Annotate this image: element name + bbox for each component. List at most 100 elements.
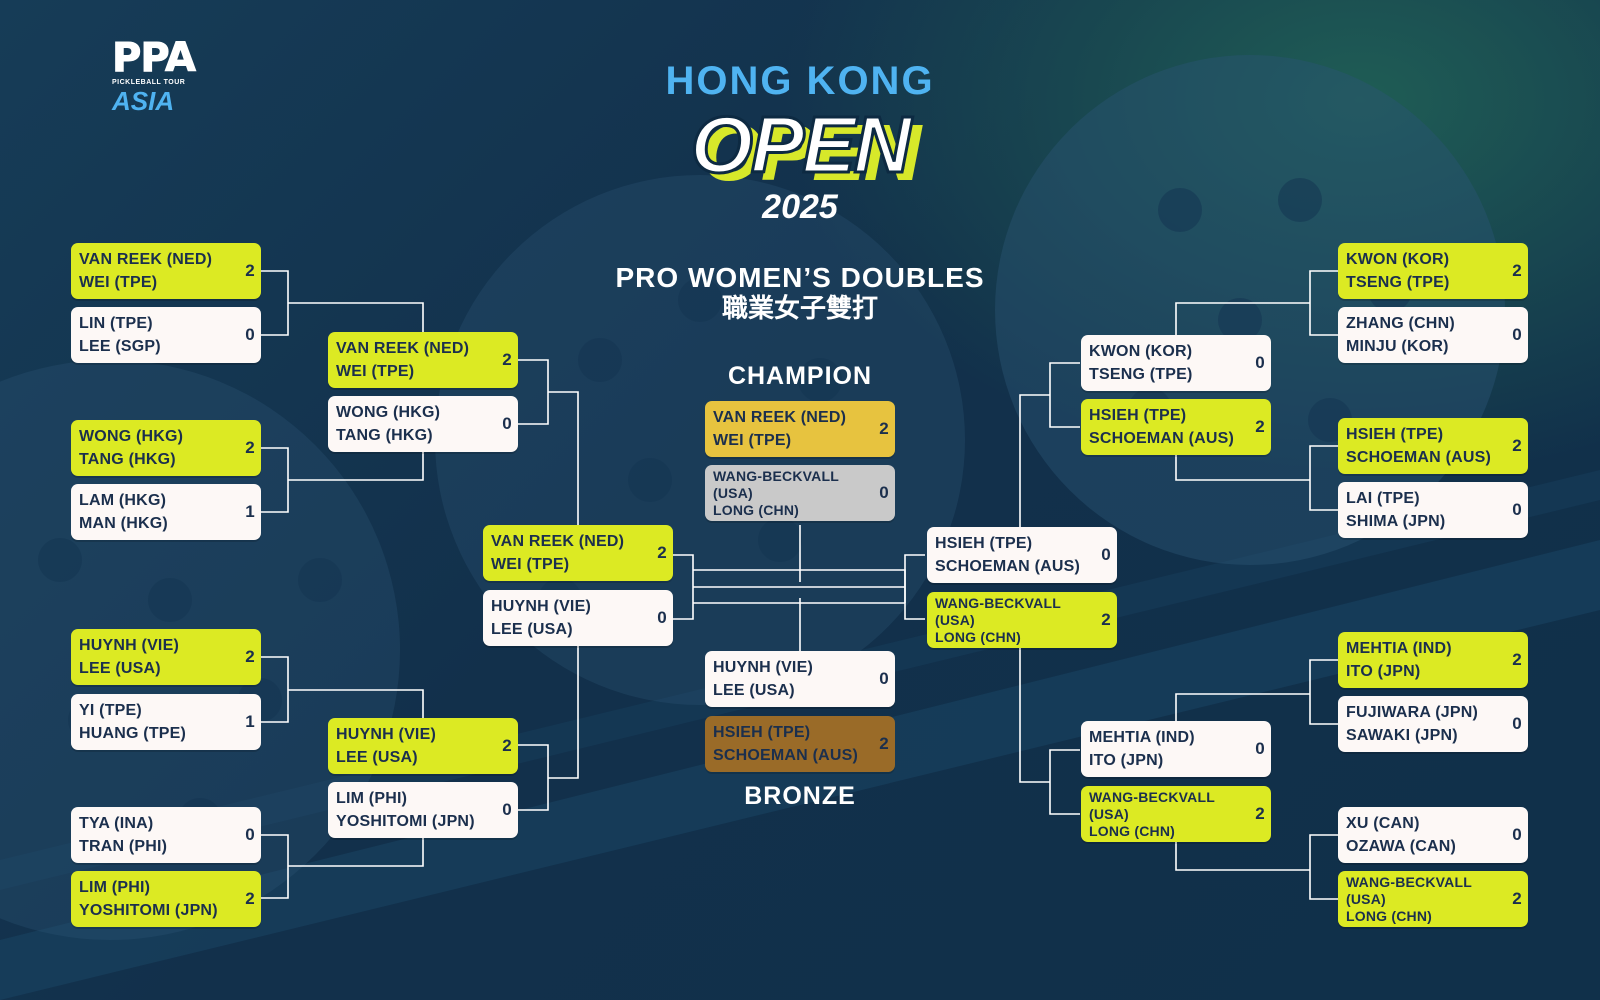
team-names: LIN (TPE)LEE (SGP) (79, 315, 161, 355)
match-slot[interactable]: YI (TPE)HUANG (TPE) 1 (71, 694, 261, 750)
match-slot[interactable]: VAN REEK (NED)WEI (TPE) 2 (328, 332, 518, 388)
team-score: 2 (245, 438, 255, 457)
team-score: 0 (879, 669, 889, 688)
team-score: 2 (1255, 804, 1265, 823)
team-names: TYA (INA)TRAN (PHI) (79, 815, 168, 855)
bronze-winner-slot[interactable]: HSIEH (TPE)SCHOEMAN (AUS) 2 (705, 716, 895, 772)
match-slot[interactable]: HUYNH (VIE)LEE (USA) 2 (328, 718, 518, 774)
match-slot[interactable]: KWON (KOR)TSENG (TPE) 2 (1338, 243, 1528, 299)
match-slot[interactable]: LIN (TPE)LEE (SGP) 0 (71, 307, 261, 363)
team-score: 2 (245, 647, 255, 666)
team-score: 0 (245, 325, 255, 344)
team-score: 2 (657, 543, 667, 562)
match-slot[interactable]: LAM (HKG)MAN (HKG) 1 (71, 484, 261, 540)
team-names: MEHTIA (IND)ITO (JPN) (1346, 640, 1452, 680)
team-score: 0 (879, 483, 889, 502)
title-city: HONG KONG (665, 59, 935, 103)
match-slot[interactable]: FUJIWARA (JPN)SAWAKI (JPN) 0 (1338, 696, 1528, 752)
team-names: HUYNH (VIE)LEE (USA) (336, 726, 436, 766)
team-names: KWON (KOR)TSENG (TPE) (1089, 343, 1193, 383)
bronze-label: BRONZE (744, 782, 856, 810)
match-slot[interactable]: TYA (INA)TRAN (PHI) 0 (71, 807, 261, 863)
team-score: 0 (1255, 739, 1265, 758)
team-score: 2 (1512, 436, 1522, 455)
event-name-zh: 職業女子雙打 (721, 294, 878, 324)
logo-brand: PPA (112, 35, 197, 81)
match-slot[interactable]: MEHTIA (IND)ITO (JPN) 2 (1338, 632, 1528, 688)
team-score: 1 (245, 712, 255, 731)
final-runnerup-slot[interactable]: WANG-BECKVALL(USA)LONG (CHN) 0 (705, 465, 895, 521)
match-slot[interactable]: WANG-BECKVALL(USA)LONG (CHN) 2 (1081, 786, 1271, 842)
team-names: KWON (KOR)TSENG (TPE) (1346, 251, 1450, 291)
match-slot[interactable]: HUYNH (VIE)LEE (USA) 2 (71, 629, 261, 685)
match-slot[interactable]: LAI (TPE)SHIMA (JPN) 0 (1338, 482, 1528, 538)
match-slot[interactable]: HSIEH (TPE)SCHOEMAN (AUS) 0 (927, 527, 1117, 583)
match-slot[interactable]: XU (CAN)OZAWA (CAN) 0 (1338, 807, 1528, 863)
team-names: HSIEH (TPE)SCHOEMAN (AUS) (1089, 407, 1235, 447)
team-score: 0 (657, 608, 667, 627)
team-names: FUJIWARA (JPN)SAWAKI (JPN) (1346, 704, 1478, 744)
team-score: 2 (502, 736, 512, 755)
team-score: 2 (1255, 417, 1265, 436)
match-slot[interactable]: KWON (KOR)TSENG (TPE) 0 (1081, 335, 1271, 391)
match-slot[interactable]: HSIEH (TPE)SCHOEMAN (AUS) 2 (1338, 418, 1528, 474)
team-names: WANG-BECKVALL(USA)LONG (CHN) (1089, 788, 1215, 839)
team-score: 2 (879, 419, 889, 438)
match-slot[interactable]: HSIEH (TPE)SCHOEMAN (AUS) 2 (1081, 399, 1271, 455)
team-names: VAN REEK (NED)WEI (TPE) (336, 340, 470, 380)
team-names: HSIEH (TPE)SCHOEMAN (AUS) (935, 535, 1081, 575)
team-names: WANG-BECKVALL(USA)LONG (CHN) (713, 467, 839, 518)
team-score: 0 (1512, 325, 1522, 344)
match-slot[interactable]: VAN REEK (NED)WEI (TPE) 2 (483, 525, 673, 581)
team-names: LAM (HKG)MAN (HKG) (79, 492, 168, 532)
team-names: LIM (PHI)YOSHITOMI (JPN) (79, 879, 218, 919)
event-name-en: PRO WOMEN’S DOUBLES (615, 262, 985, 293)
match-slot[interactable]: WANG-BECKVALL(USA)LONG (CHN) 2 (1338, 871, 1528, 927)
team-score: 0 (1255, 353, 1265, 372)
team-names: VAN REEK (NED)WEI (TPE) (79, 251, 213, 291)
team-score: 0 (1512, 714, 1522, 733)
team-names: MEHTIA (IND)ITO (JPN) (1089, 729, 1195, 769)
match-slot[interactable]: MEHTIA (IND)ITO (JPN) 0 (1081, 721, 1271, 777)
team-score: 2 (245, 261, 255, 280)
team-names: HSIEH (TPE)SCHOEMAN (AUS) (1346, 426, 1492, 466)
match-slot[interactable]: ZHANG (CHN)MINJU (KOR) 0 (1338, 307, 1528, 363)
champion-label: CHAMPION (727, 362, 873, 390)
match-slot[interactable]: LIM (PHI)YOSHITOMI (JPN) 0 (328, 782, 518, 838)
team-score: 0 (502, 800, 512, 819)
logo-tagline: PICKLEBALL TOUR (112, 79, 186, 86)
team-names: HUYNH (VIE)LEE (USA) (491, 598, 591, 638)
team-score: 2 (879, 734, 889, 753)
team-score: 1 (245, 502, 255, 521)
match-slot[interactable]: WANG-BECKVALL(USA)LONG (CHN) 2 (927, 592, 1117, 648)
team-score: 2 (1512, 889, 1522, 908)
match-slot[interactable]: VAN REEK (NED)WEI (TPE) 2 (71, 243, 261, 299)
team-names: YI (TPE)HUANG (TPE) (79, 702, 187, 742)
match-slot[interactable]: WONG (HKG)TANG (HKG) 0 (328, 396, 518, 452)
team-score: 2 (245, 889, 255, 908)
team-names: VAN REEK (NED)WEI (TPE) (713, 409, 847, 449)
match-slot[interactable]: WONG (HKG)TANG (HKG) 2 (71, 420, 261, 476)
logo-region: ASIA (112, 86, 175, 116)
team-names: WONG (HKG)TANG (HKG) (336, 404, 441, 444)
match-slot[interactable]: LIM (PHI)YOSHITOMI (JPN) 2 (71, 871, 261, 927)
team-score: 0 (245, 825, 255, 844)
team-names: ZHANG (CHN)MINJU (KOR) (1346, 315, 1455, 355)
team-names: WANG-BECKVALL(USA)LONG (CHN) (1346, 873, 1472, 924)
title-year: 2025 (762, 188, 838, 226)
team-names: LAI (TPE)SHIMA (JPN) (1346, 490, 1446, 530)
team-score: 0 (502, 414, 512, 433)
team-names: HUYNH (VIE)LEE (USA) (713, 659, 813, 699)
bronze-loser-slot[interactable]: HUYNH (VIE)LEE (USA) 0 (705, 651, 895, 707)
match-slot[interactable]: HUYNH (VIE)LEE (USA) 0 (483, 590, 673, 646)
team-score: 2 (1512, 261, 1522, 280)
team-score: 0 (1512, 500, 1522, 519)
event-title: PRO WOMEN’S DOUBLES 職業女子雙打 (560, 262, 1040, 324)
team-score: 2 (502, 350, 512, 369)
tournament-title: HONG KONG OPEN 2025 (600, 58, 1000, 226)
team-names: WANG-BECKVALL(USA)LONG (CHN) (935, 594, 1061, 645)
team-names: WONG (HKG)TANG (HKG) (79, 428, 184, 468)
final-winner-slot[interactable]: VAN REEK (NED)WEI (TPE) 2 (705, 401, 895, 457)
team-score: 2 (1512, 650, 1522, 669)
